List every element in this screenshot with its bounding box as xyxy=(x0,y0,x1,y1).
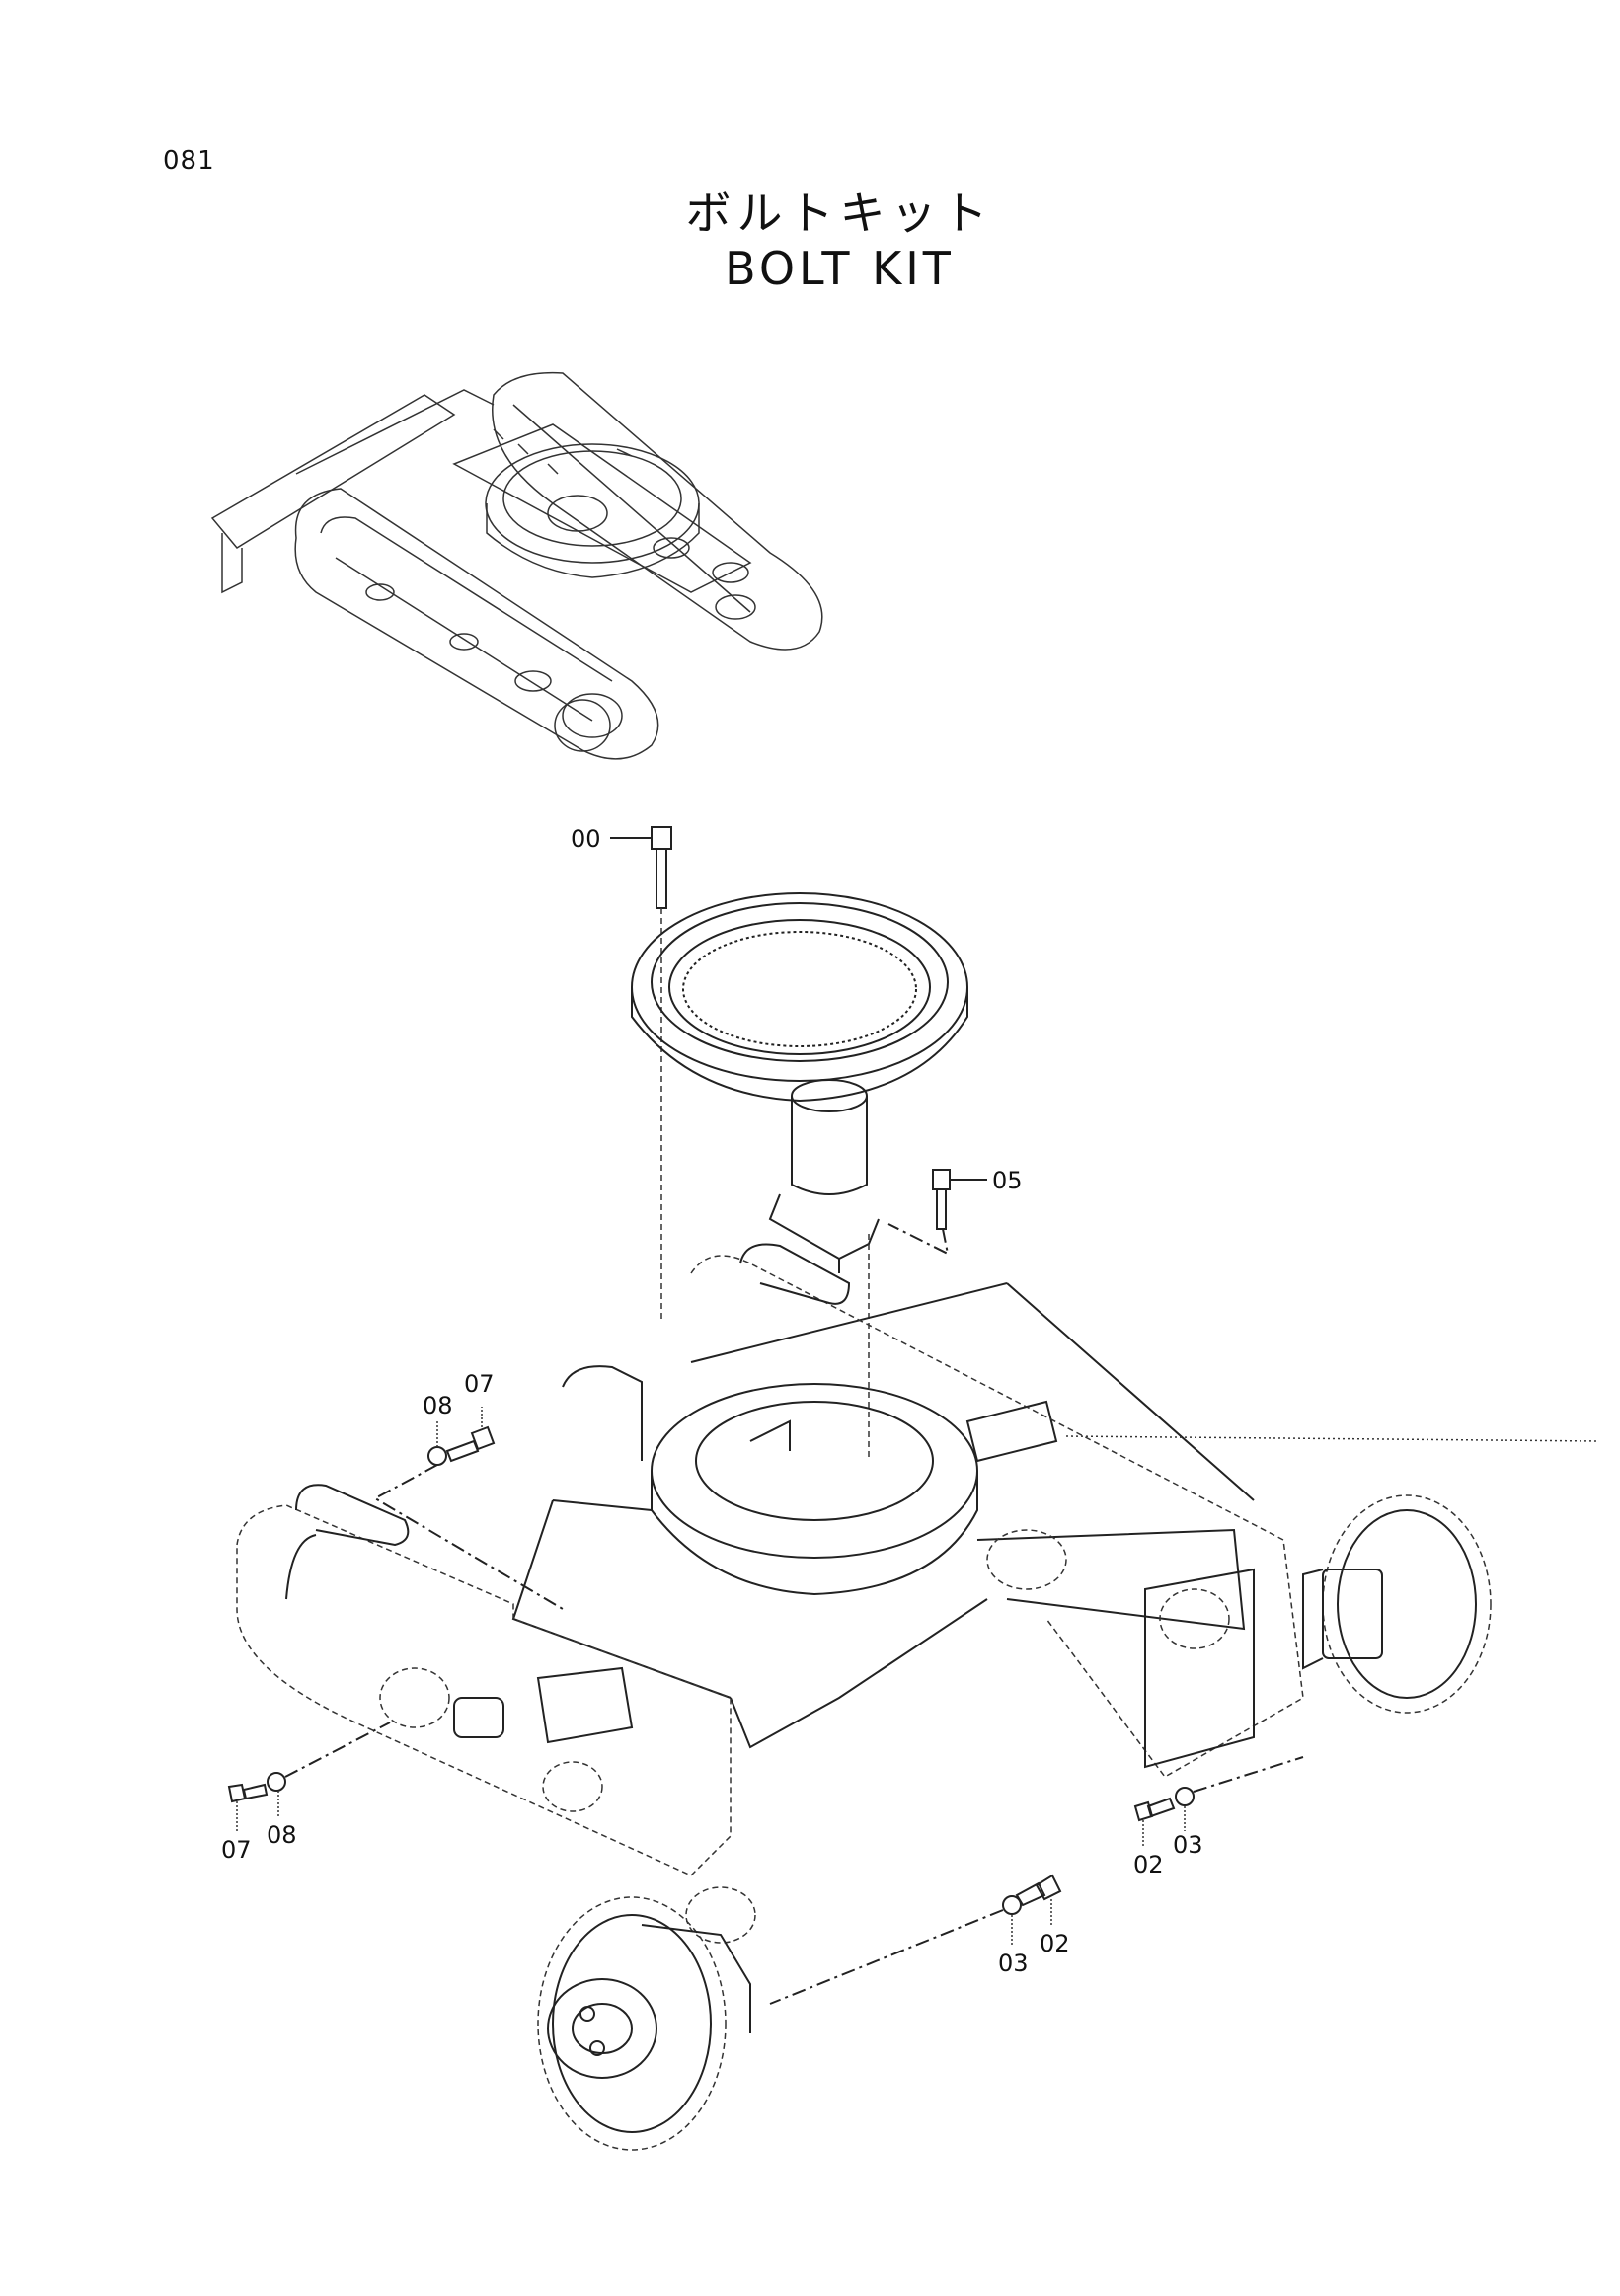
right-drive-sprocket xyxy=(1302,1494,1492,1714)
callout-07-left: 07 xyxy=(221,1836,252,1864)
callout-08-left: 08 xyxy=(267,1821,297,1849)
callout-07-top: 07 xyxy=(464,1370,495,1398)
callout-02-center: 02 xyxy=(1040,1930,1070,1957)
bolt-02-washer-03-right xyxy=(1133,1756,1304,1846)
title-english: BOLT KIT xyxy=(725,242,955,295)
bolt-05 xyxy=(887,1169,987,1256)
callout-02-right: 02 xyxy=(1133,1851,1164,1878)
bolt-00 xyxy=(610,826,672,1323)
bolt-07-washer-08-top xyxy=(372,1407,564,1610)
callout-03-right: 03 xyxy=(1173,1831,1203,1859)
overview-undercarriage xyxy=(210,371,823,760)
title-japanese: ボルトキット xyxy=(685,187,994,240)
callout-03-center: 03 xyxy=(998,1950,1029,1977)
exploded-undercarriage: 00 05 08 07 07 08 02 03 03 02 xyxy=(221,825,1600,2151)
left-track-frame xyxy=(236,1484,756,1944)
swing-bearing-ring xyxy=(631,892,968,1103)
callout-00: 00 xyxy=(571,825,601,853)
callout-05: 05 xyxy=(992,1167,1023,1194)
callout-08-top: 08 xyxy=(423,1392,453,1419)
center-joint xyxy=(768,1079,880,1461)
bolt-02-washer-03-center xyxy=(769,1874,1062,2005)
left-drive-sprocket xyxy=(537,1896,751,2151)
bolt-07-washer-08-left xyxy=(227,1722,391,1831)
page-number: 081 xyxy=(163,146,215,176)
right-track-frame xyxy=(690,1243,1304,1778)
